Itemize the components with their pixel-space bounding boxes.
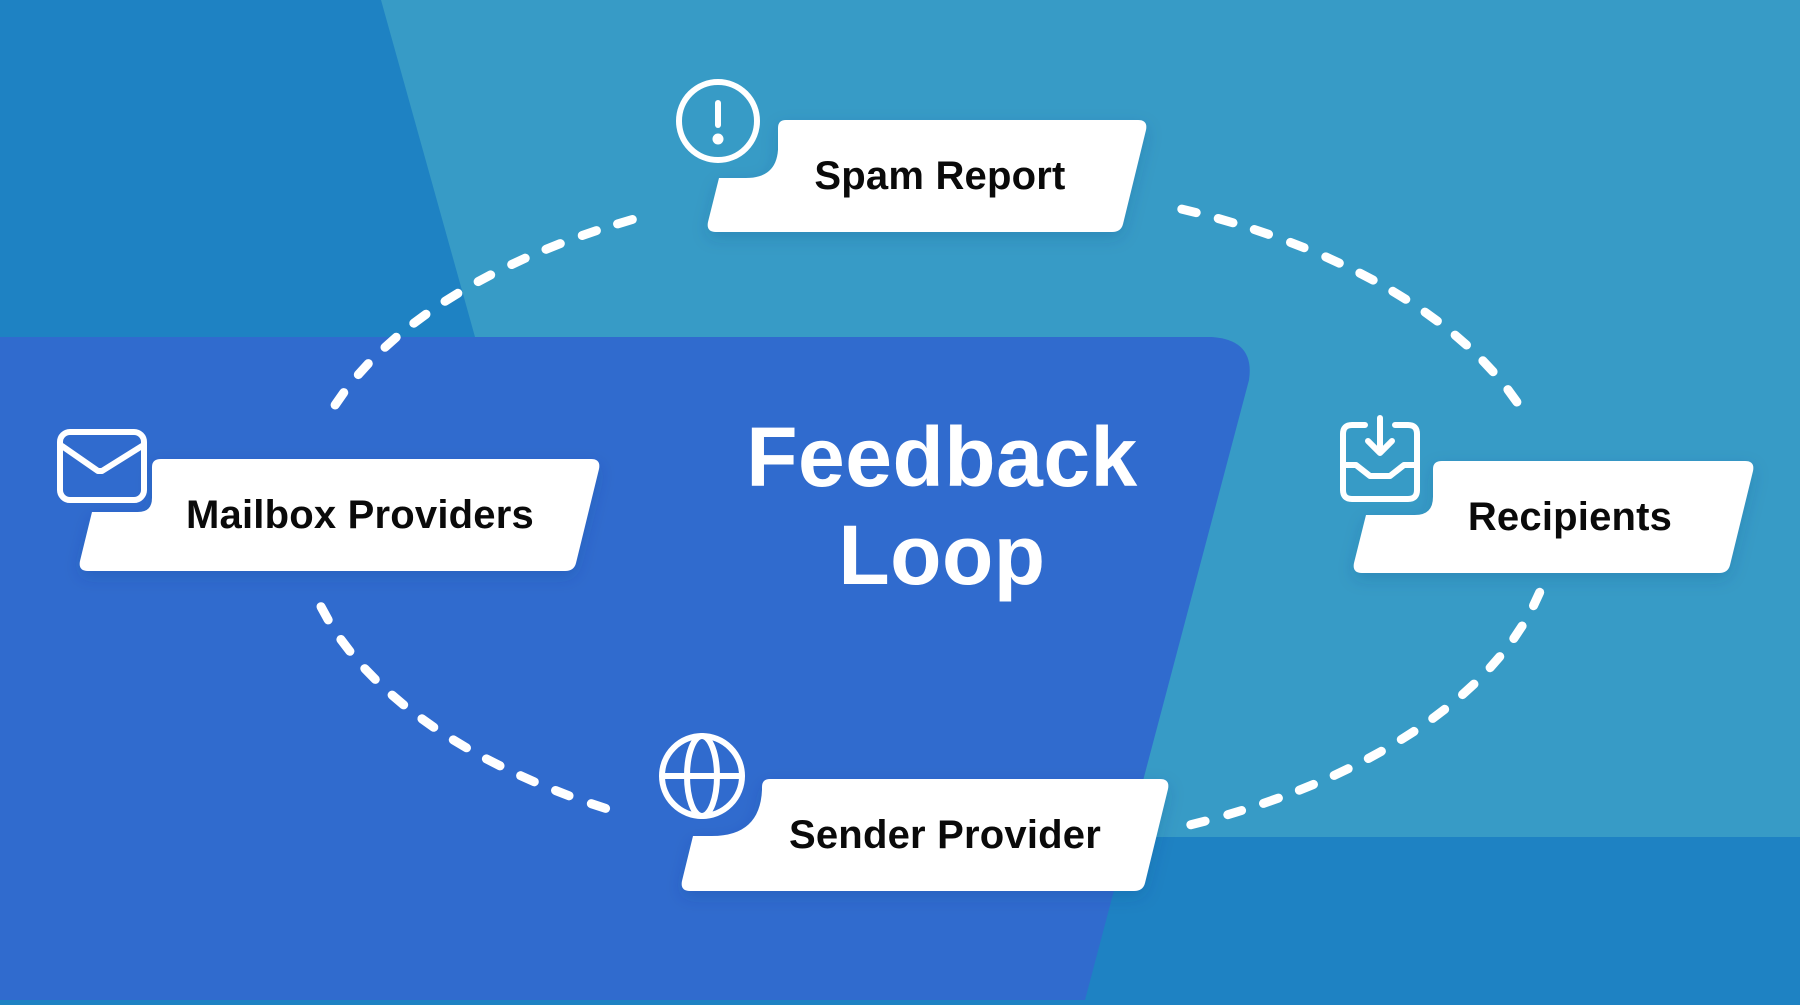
connector-dash	[353, 359, 373, 380]
card-sender-provider	[681, 779, 1169, 891]
connector-dash	[541, 239, 565, 254]
connector-dash	[1503, 385, 1522, 407]
envelope-icon	[57, 429, 147, 503]
connector-dash	[1321, 252, 1344, 268]
connector-dash	[551, 786, 574, 801]
connector-dash	[409, 309, 431, 328]
connector-dash	[1458, 679, 1479, 700]
card-mailbox-providers	[79, 459, 600, 571]
connector-dash	[586, 799, 611, 813]
connector-dash	[1420, 307, 1442, 326]
connector-dash	[380, 332, 401, 352]
connector-dash	[1249, 225, 1273, 239]
connector-dash	[1388, 286, 1411, 304]
label-mailbox-providers: Mailbox Providers	[186, 493, 534, 537]
connector-dash	[330, 388, 349, 410]
node-mailbox-providers	[79, 459, 600, 571]
label-recipients: Recipients	[1467, 495, 1673, 539]
connector-dash	[1294, 779, 1318, 795]
connector-dash	[360, 664, 380, 684]
connector-dash	[1485, 652, 1505, 673]
connector-dash	[417, 714, 439, 732]
globe-icon	[659, 733, 745, 819]
connector-dash	[1363, 746, 1386, 763]
connector-dash	[1186, 816, 1210, 830]
node-recipients	[1353, 461, 1754, 573]
connector-dash	[613, 215, 637, 229]
title-line-1: Feedback	[746, 410, 1138, 504]
label-spam-report: Spam Report	[814, 154, 1066, 198]
connector-dash	[1329, 764, 1353, 780]
card-recipients	[1353, 461, 1754, 573]
connector-dash	[481, 754, 505, 771]
connector-dash	[1259, 793, 1283, 808]
card-spam-report	[707, 120, 1147, 232]
connector-dash	[473, 270, 496, 287]
connector-dash	[387, 690, 409, 710]
title-line-2: Loop	[838, 508, 1046, 602]
connector-dash	[577, 226, 601, 240]
connector-dash	[336, 635, 355, 656]
connector-dash	[507, 253, 530, 269]
exclamation-circle-icon	[676, 79, 760, 163]
connector-dash	[1177, 204, 1201, 218]
connector-dash	[1478, 356, 1498, 377]
connector-dash	[1529, 587, 1545, 611]
connector-dash	[448, 735, 471, 753]
dashed-loop-connector	[316, 204, 1545, 830]
connector-dash	[1223, 806, 1247, 820]
connector-dash	[1355, 268, 1378, 285]
connector-dash	[1428, 704, 1450, 723]
label-sender-provider: Sender Provider	[788, 813, 1101, 857]
node-spam-report	[707, 120, 1147, 232]
connector-dash	[1213, 214, 1238, 228]
connector-dash	[1450, 330, 1471, 350]
connector-dash	[440, 288, 463, 306]
connector-dash	[1286, 237, 1309, 253]
node-sender-provider	[681, 779, 1169, 891]
inbox-download-icon	[1340, 415, 1420, 502]
connector-dash	[1509, 621, 1527, 643]
connector-dash	[516, 771, 539, 787]
connector-dash	[1396, 726, 1419, 744]
connector-dash	[316, 602, 333, 625]
